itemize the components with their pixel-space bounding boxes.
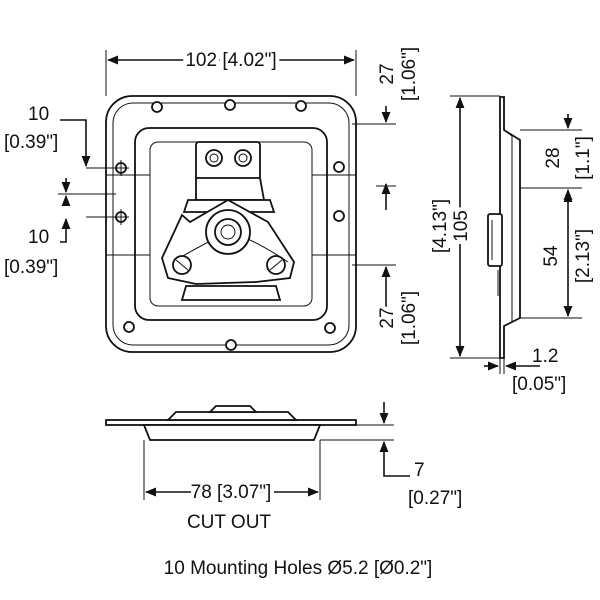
leader-line: [60, 119, 91, 168]
cutout-label: CUT OUT: [187, 512, 271, 533]
dim-top-offset-in: [1.06"]: [399, 47, 420, 101]
dim-side-lower-in: [2.13"]: [573, 229, 594, 283]
dim-cutout: 78 [3.07"]: [191, 482, 272, 503]
dim-overall-width: 102 [4.02"]: [185, 50, 276, 71]
dim-side-height-mm: 105: [451, 210, 472, 242]
dim-bottom-offset-in: [1.06"]: [399, 291, 420, 345]
dim-thickness-in: [0.05"]: [512, 374, 566, 395]
mounting-hole: [151, 101, 163, 113]
bottom-dish: [142, 424, 322, 441]
dim-side-lower-mm: 54: [541, 245, 562, 267]
dim-hole-bottom-in: [0.39"]: [4, 257, 58, 278]
mounting-hole: [333, 210, 345, 222]
mounting-hole: [295, 100, 307, 112]
side-view: 105 [4.13"] 28 [1.1"] 54 [2.13"] 1.2 [0.…: [430, 95, 594, 395]
dim-hole-top-mm: 10: [28, 104, 49, 125]
mounting-hole: [123, 321, 135, 333]
dim-thickness-mm: 1.2: [532, 346, 558, 367]
dim-hole-bottom-mm: 10: [28, 227, 49, 248]
mounting-hole: [333, 161, 345, 173]
leader-line: [379, 440, 410, 477]
dim-depth-mm: 7: [414, 460, 425, 481]
mounting-hole: [324, 322, 336, 334]
dim-top-offset-mm: 27: [377, 63, 398, 84]
dim-side-upper-mm: 28: [543, 147, 564, 168]
dim-bottom-offset-mm: 27: [377, 307, 398, 328]
caption-mounting-holes: 10 Mounting Holes Ø5.2 [Ø0.2"]: [164, 558, 433, 579]
latch-handle: [161, 141, 295, 301]
mounting-hole: [224, 99, 236, 111]
side-profile: [499, 96, 521, 359]
bottom-handle: [165, 411, 299, 421]
mounting-holes: [113, 99, 345, 351]
mounting-hole: [225, 339, 237, 351]
bottom-view: 7 [0.27"] 78 [3.07"] CUT OUT: [105, 402, 462, 533]
dim-side-height-in: [4.13"]: [430, 199, 451, 253]
side-latch: [487, 213, 503, 267]
dim-hole-top-in: [0.39"]: [4, 132, 58, 153]
leader-line: [60, 217, 71, 243]
front-view: 102 [4.02"] 27 [1.06"] 27 [1.06"] 10 [0.…: [4, 46, 420, 353]
dim-side-upper-in: [1.1"]: [573, 136, 594, 180]
dim-depth-in: [0.27"]: [408, 488, 462, 509]
